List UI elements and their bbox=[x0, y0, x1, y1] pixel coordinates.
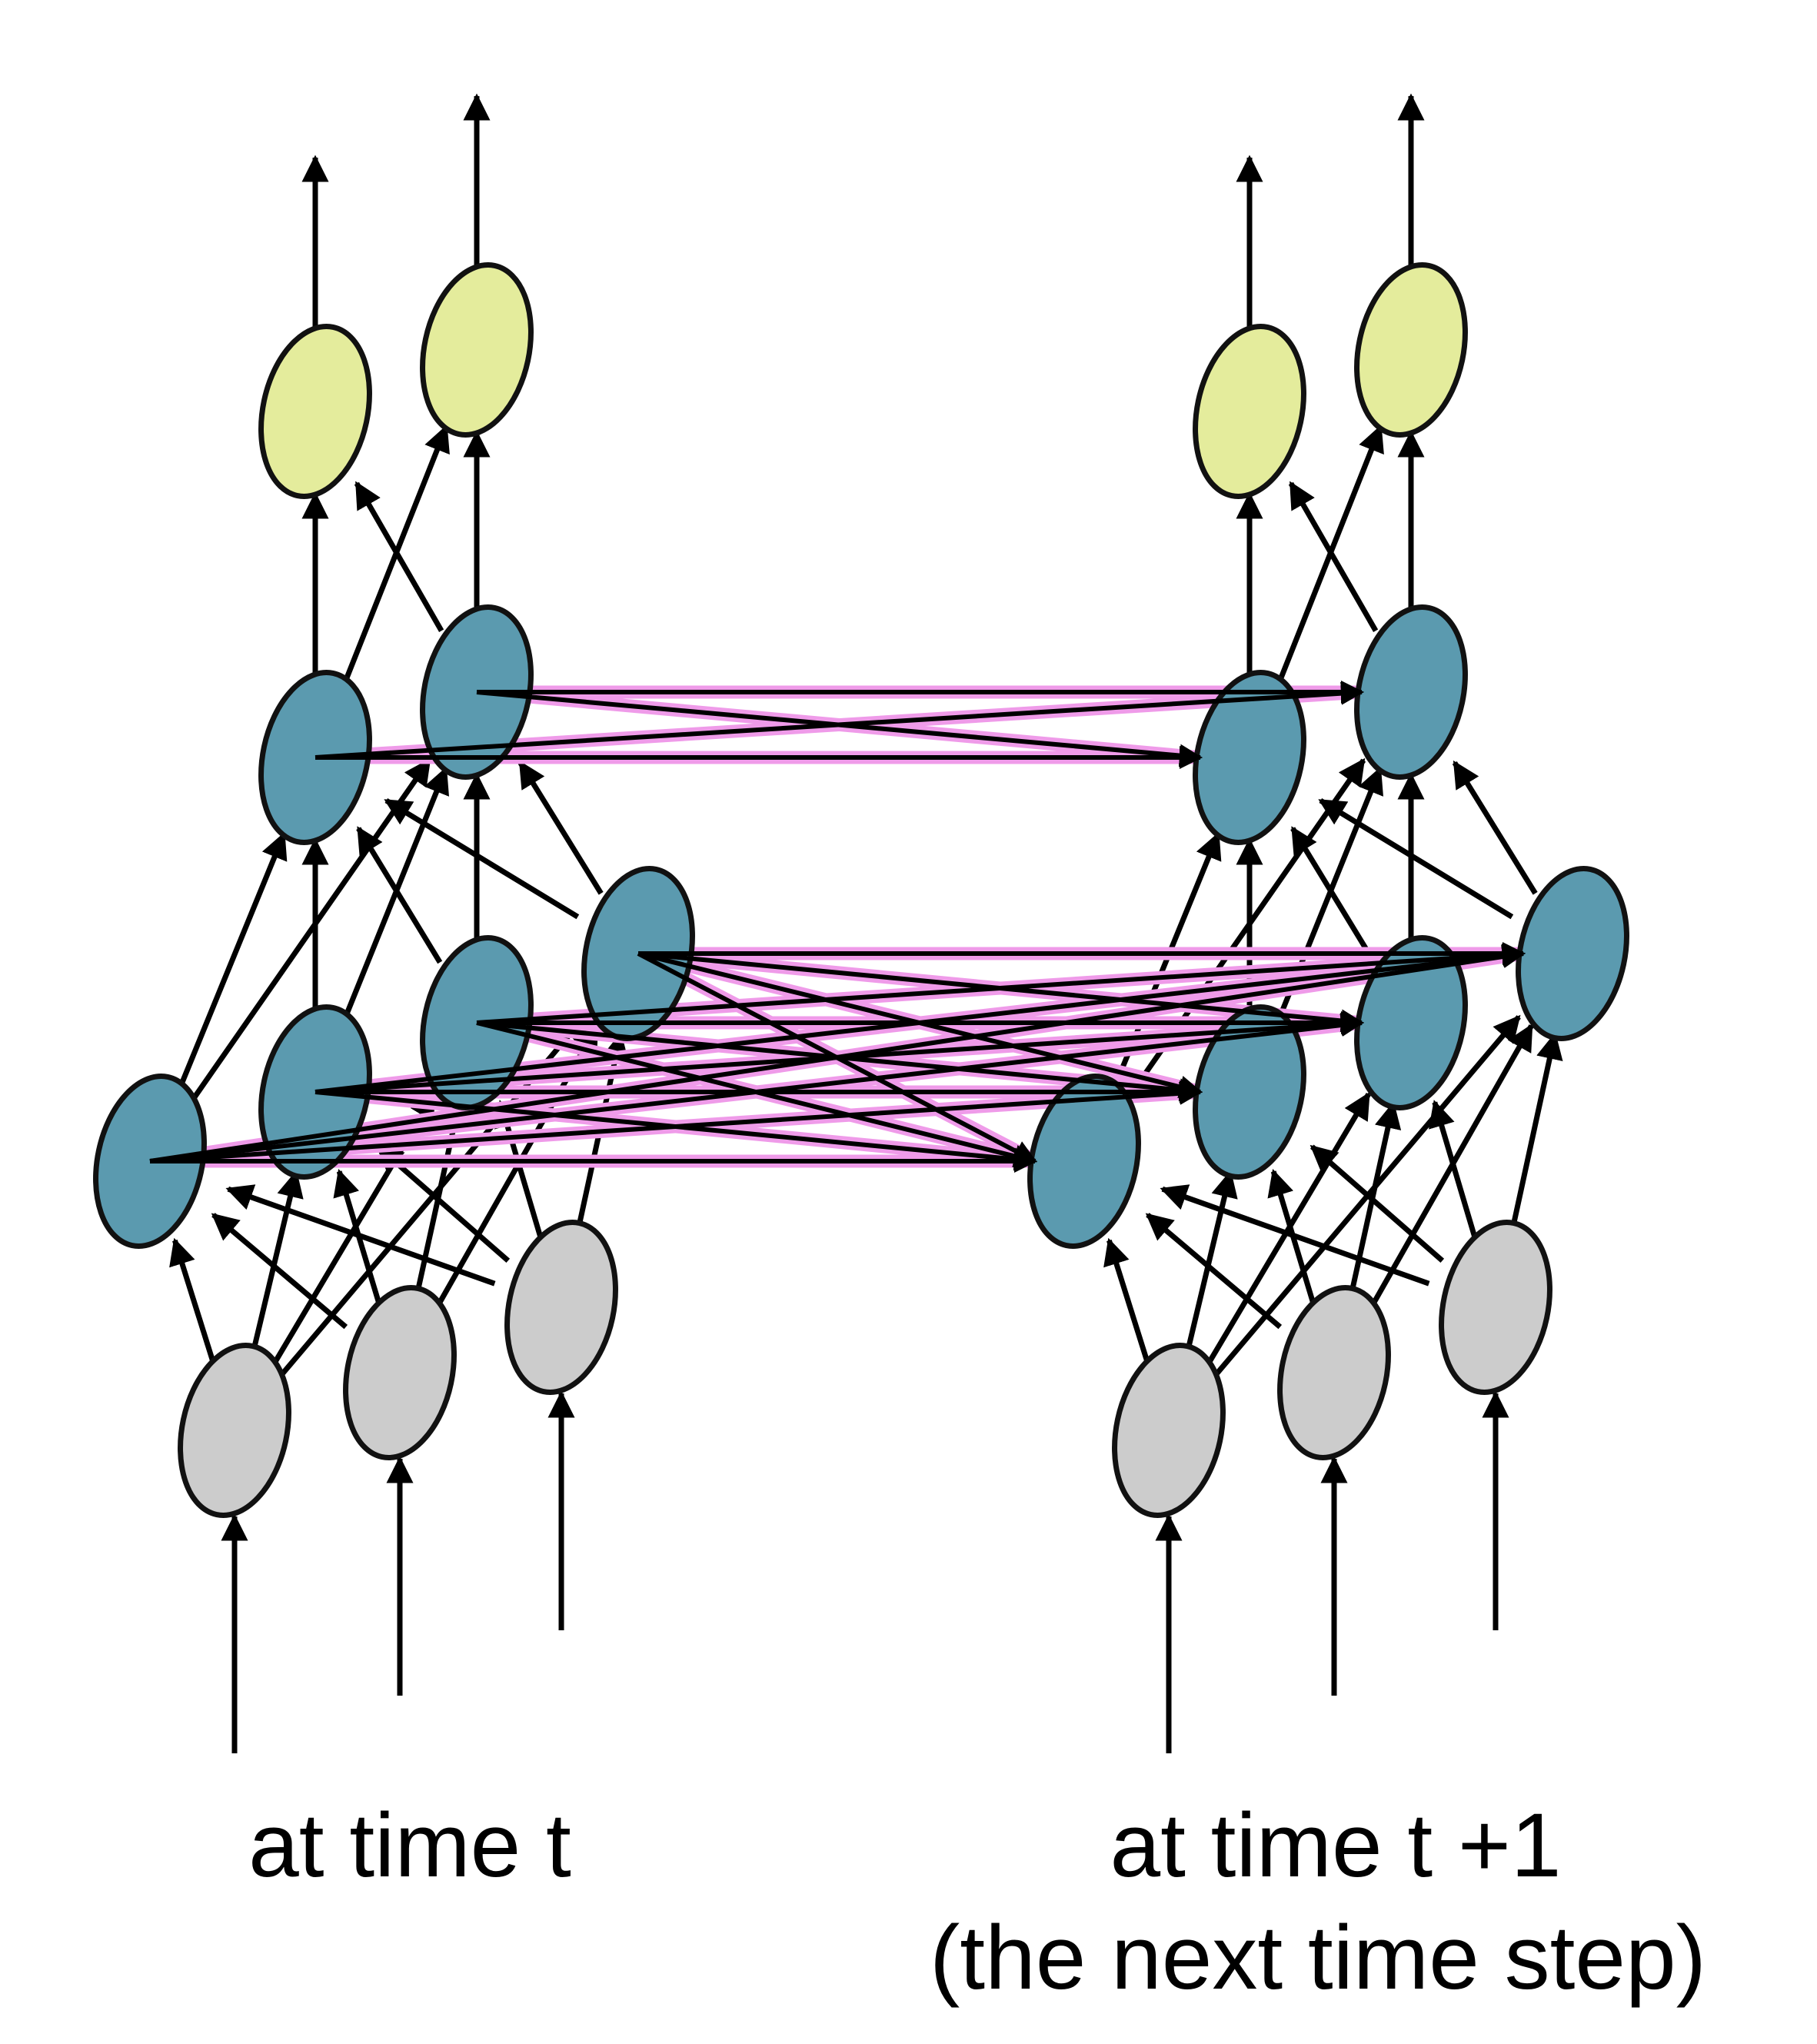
output-node-t-plus-1-0 bbox=[1193, 324, 1306, 499]
connection-hidden_2-to-output-t-plus-1-0-1 bbox=[1273, 424, 1384, 693]
connection-hidden_1-to-hidden_2-t-3-1 bbox=[517, 760, 604, 895]
connection-input-to-hidden_1-t-plus-1-2-0 bbox=[1160, 1184, 1430, 1287]
connection-input-to-hidden_1-t-0-0 bbox=[169, 1237, 216, 1364]
connection-hidden_1-to-hidden_2-t-1-1 bbox=[339, 766, 449, 1028]
connection-hidden_1-to-hidden_2-t-0-0 bbox=[174, 831, 288, 1097]
input-node-t-plus-1-2 bbox=[1439, 1220, 1552, 1395]
input-node-t-1 bbox=[343, 1285, 457, 1460]
feedforward-connections bbox=[169, 93, 1563, 1753]
connection-input-to-hidden_1-t-plus-1-2-1 bbox=[1310, 1144, 1445, 1263]
output-node-t-1 bbox=[420, 262, 534, 438]
connection-hidden_1-to-hidden_2-t-3-0 bbox=[384, 798, 580, 920]
connection-hidden_2-to-output-t-plus-1-1-0 bbox=[1288, 481, 1379, 633]
connection-hidden_1-to-hidden_2-t-plus-1-3-1 bbox=[1452, 760, 1538, 895]
connection-hidden_1-to-hidden_2-t-plus-1-3-0 bbox=[1318, 798, 1514, 920]
right-time-subcaption: (the next time step) bbox=[930, 1907, 1706, 2009]
captions: at time t at time t +1 (the next time st… bbox=[248, 1795, 1706, 2009]
connection-input-to-hidden_1-t-plus-1-2-2 bbox=[1428, 1100, 1479, 1240]
input-node-t-2 bbox=[504, 1220, 618, 1395]
output-node-t-0 bbox=[258, 324, 372, 499]
connection-hidden_2-to-output-t-1-0 bbox=[354, 481, 444, 633]
recurrent-arrow-hidden_2-1-0 bbox=[476, 690, 1203, 767]
connection-input-to-hidden_1-t-2-0 bbox=[225, 1184, 496, 1287]
connection-input-to-hidden_1-t-plus-1-2-3 bbox=[1508, 1032, 1563, 1239]
recurrent-arrow-hidden_1-2-0 bbox=[476, 1020, 1037, 1168]
right-time-caption: at time t +1 bbox=[1110, 1795, 1561, 1896]
connection-input-to-hidden_1-t-plus-1-1-0 bbox=[1145, 1213, 1283, 1330]
hidden-2-node-t-plus-1-1 bbox=[1354, 604, 1468, 780]
recurrent-arrow-hidden_1-1-0 bbox=[314, 1090, 1037, 1171]
input-node-t-plus-1-0 bbox=[1112, 1343, 1226, 1518]
input-node-t-plus-1-1 bbox=[1277, 1285, 1391, 1460]
recurrent-arrow-hidden_1-3-2 bbox=[637, 951, 1364, 1033]
connection-input-to-hidden_1-t-plus-1-1-2 bbox=[1346, 1101, 1402, 1304]
connection-hidden_2-to-output-t-0-1 bbox=[338, 424, 450, 693]
left-time-caption: at time t bbox=[248, 1795, 571, 1896]
connection-input-to-hidden_1-t-1-0 bbox=[211, 1213, 348, 1330]
output-node-t-plus-1-1 bbox=[1354, 262, 1468, 438]
connection-input-to-hidden_1-t-plus-1-1-3 bbox=[1366, 1023, 1534, 1313]
connection-input-to-hidden_1-t-plus-1-0-0 bbox=[1103, 1237, 1150, 1364]
recurrent-arrow-hidden_1-3-1 bbox=[637, 951, 1203, 1099]
input-node-t-0 bbox=[178, 1343, 291, 1518]
hidden-1-node-t-plus-1-3 bbox=[1516, 866, 1629, 1041]
connection-hidden_1-to-hidden_2-t-plus-1-2-0 bbox=[1290, 826, 1377, 964]
connection-hidden_1-to-hidden_2-t-2-0 bbox=[356, 826, 443, 964]
connection-hidden_1-to-hidden_2-t-plus-1-0-0 bbox=[1108, 831, 1222, 1097]
recurrent-arrow-hidden_1-3-0 bbox=[637, 951, 1037, 1163]
